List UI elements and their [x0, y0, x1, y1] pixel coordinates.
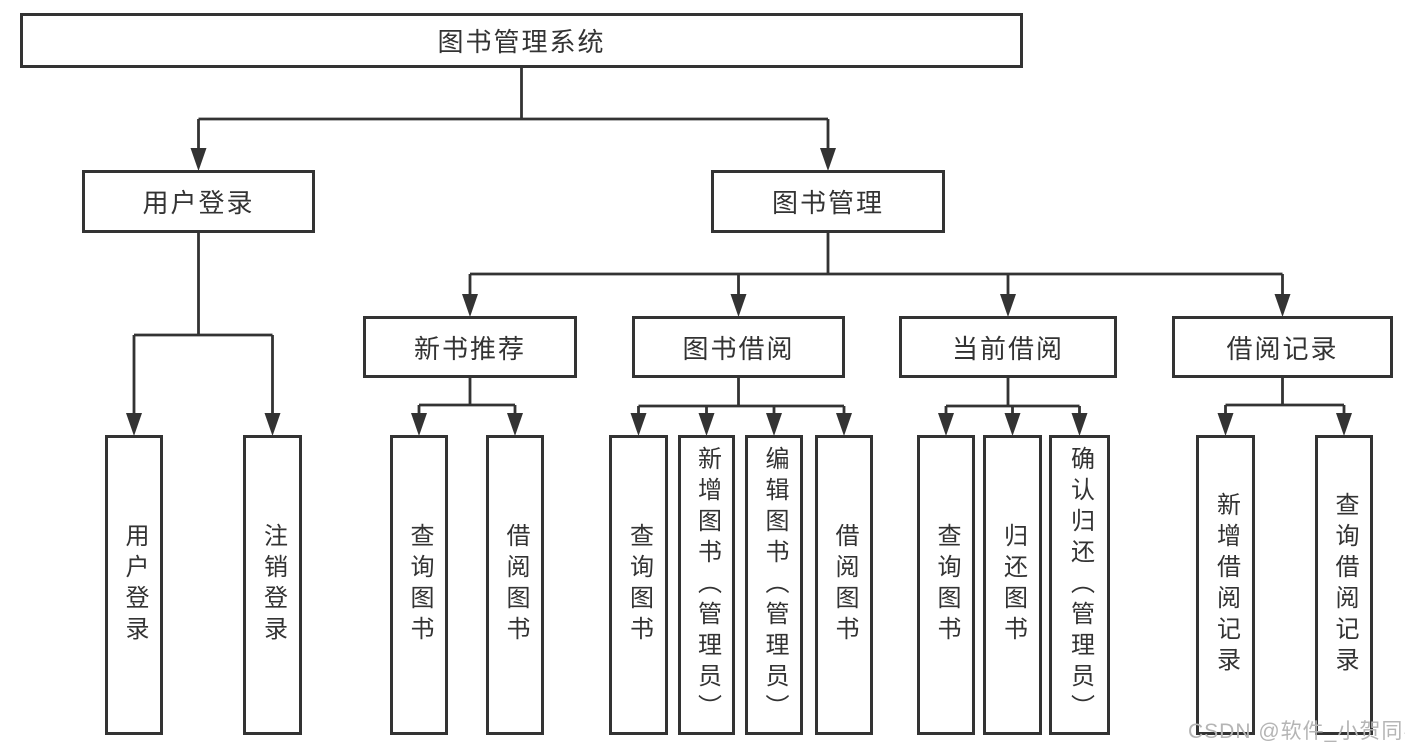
edge-bookmgmt-to-level3 [468, 232, 1284, 297]
arrowhead [1071, 413, 1088, 436]
leaf-label: 查询图书 [625, 523, 653, 647]
leaf-label: 归还图书 [999, 523, 1027, 647]
arrowhead [264, 413, 281, 436]
leaf-logout: 注销登录 [243, 435, 302, 735]
arrowhead [126, 413, 142, 436]
arrowheads [126, 148, 1352, 436]
node-user-login-module: 用户登录 [82, 170, 315, 233]
leaf-label: 用户登录 [121, 523, 148, 647]
leaf-add-borrow-record: 新增借阅记录 [1196, 435, 1255, 735]
leaf-label: 注销登录 [259, 523, 287, 647]
leaf-user-login: 用户登录 [105, 435, 163, 735]
arrowhead [836, 413, 852, 436]
leaf-label: 确认归还（管理员） [1066, 445, 1094, 725]
leaf-query-books-1: 查询图书 [390, 435, 448, 735]
node-book-borrow: 图书借阅 [632, 316, 845, 378]
arrowhead [698, 413, 715, 436]
arrowhead [1004, 413, 1021, 436]
edge-userlogin-to-leaves [132, 232, 274, 416]
arrowhead [766, 413, 782, 436]
leaf-query-books-3: 查询图书 [917, 435, 975, 735]
leaf-label: 借阅图书 [502, 523, 529, 647]
csdn-watermark: CSDN @软件_小贺同学 [1188, 720, 1405, 743]
edge-currentborrow-to-leaves [944, 378, 1081, 416]
arrowhead [730, 294, 747, 317]
arrowhead [1000, 294, 1016, 317]
edge-bookborrow-to-leaves [637, 378, 846, 416]
arrowhead [507, 413, 523, 436]
arrowhead [820, 148, 836, 171]
arrowhead [630, 413, 647, 436]
arrowhead [1336, 413, 1352, 436]
arrowhead [462, 294, 478, 317]
node-book-mgmt-module: 图书管理 [711, 170, 945, 233]
node-root-system: 图书管理系统 [20, 13, 1023, 68]
node-new-book-recommend: 新书推荐 [363, 316, 577, 378]
edge-records-to-leaves [1224, 378, 1346, 416]
leaf-label: 查询图书 [406, 523, 433, 647]
leaf-label: 借阅图书 [831, 523, 858, 647]
arrowhead [938, 413, 954, 436]
leaf-label: 编辑图书（管理员） [761, 445, 788, 725]
leaf-add-book-admin: 新增图书（管理员） [678, 435, 735, 735]
leaf-edit-book-admin: 编辑图书（管理员） [745, 435, 803, 735]
leaf-label: 查询借阅记录 [1331, 492, 1358, 678]
leaf-label: 新增图书（管理员） [693, 445, 721, 725]
leaf-borrow-books-2: 借阅图书 [815, 435, 873, 735]
leaf-query-books-2: 查询图书 [609, 435, 668, 735]
leaf-label: 查询图书 [933, 523, 960, 647]
arrowhead [411, 413, 427, 436]
edge-newbook-to-leaves [417, 378, 517, 416]
leaf-label: 新增借阅记录 [1212, 492, 1240, 678]
node-current-borrow: 当前借阅 [899, 316, 1117, 378]
arrowhead [1274, 294, 1291, 317]
arrowhead [190, 148, 207, 171]
leaf-borrow-books-1: 借阅图书 [486, 435, 544, 735]
arrowhead [1217, 413, 1234, 436]
edge-root-to-level2 [197, 68, 830, 150]
leaf-confirm-return-admin: 确认归还（管理员） [1049, 435, 1110, 735]
node-borrow-records: 借阅记录 [1172, 316, 1393, 378]
leaf-return-book: 归还图书 [983, 435, 1042, 735]
leaf-query-borrow-record: 查询借阅记录 [1315, 435, 1373, 735]
